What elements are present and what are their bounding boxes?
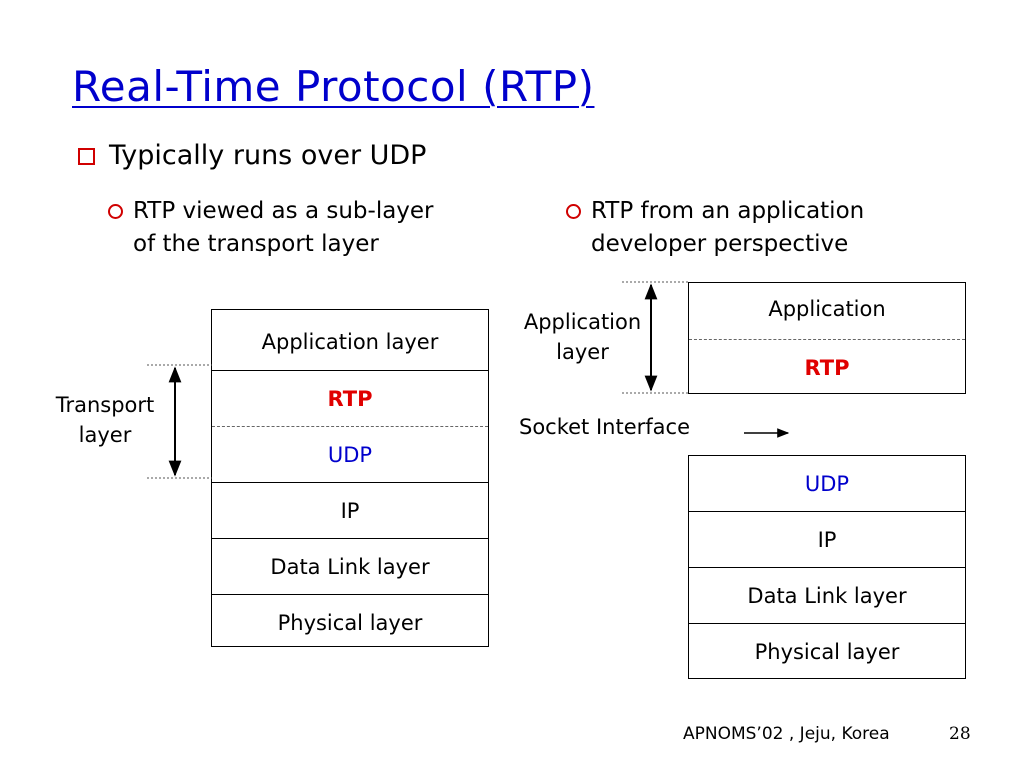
- transport-layer-bracket: [147, 364, 212, 479]
- square-bullet-icon: [78, 148, 95, 165]
- stack-cell-data-link-layer: Data Link layer: [212, 538, 488, 594]
- stack-cell-application-layer: Application layer: [261, 330, 439, 354]
- circle-bullet-icon: [566, 204, 581, 219]
- footer-text: APNOMS’02 , Jeju, Korea: [683, 724, 890, 744]
- application-layer-label-line-2: layer: [556, 340, 609, 364]
- main-bullet-text: Typically runs over UDP: [109, 140, 427, 171]
- slide-title: Real-Time Protocol (RTP): [72, 62, 595, 111]
- transport-layer-label-line-2: layer: [78, 423, 132, 447]
- application-layer-bracket: [622, 281, 689, 394]
- right-sub-bullet-line-1: RTP from an application: [591, 198, 865, 224]
- stack-cell-udp: UDP: [804, 472, 850, 496]
- stack-cell-physical-layer: Physical layer: [689, 623, 965, 679]
- page-number: 28: [949, 724, 971, 744]
- stack-cell-data-link-layer: Data Link layer: [689, 567, 965, 623]
- transport-layer-label-line-1: Transport: [55, 393, 155, 417]
- stack-cell-udp: UDP: [212, 426, 488, 482]
- stack-cell-rtp: RTP: [212, 370, 488, 426]
- stack-cell-rtp: RTP: [689, 339, 965, 395]
- right-sub-bullet-line-2: developer perspective: [591, 231, 849, 257]
- stack-cell-physical-layer: Physical layer: [212, 594, 488, 650]
- stack-cell-ip: IP: [689, 511, 965, 567]
- left-protocol-stack: Application layer RTP UDP IP Data Link l…: [211, 309, 489, 647]
- right-upper-stack: Application RTP: [688, 282, 966, 394]
- stack-cell-ip: IP: [212, 482, 488, 538]
- transport-layer-label: Transport layer: [40, 390, 170, 450]
- circle-bullet-icon: [108, 204, 123, 219]
- right-lower-stack: UDP IP Data Link layer Physical layer: [688, 455, 966, 679]
- application-layer-label-line-1: Application: [523, 310, 642, 334]
- stack-cell-application: Application: [768, 297, 886, 321]
- application-layer-label: Application layer: [510, 307, 655, 367]
- left-sub-bullet-line-2: of the transport layer: [133, 231, 379, 257]
- socket-interface-label: Socket Interface: [519, 415, 690, 439]
- main-bullet: Typically runs over UDP: [78, 140, 426, 171]
- left-sub-bullet-line-1: RTP viewed as a sub-layer: [133, 198, 434, 224]
